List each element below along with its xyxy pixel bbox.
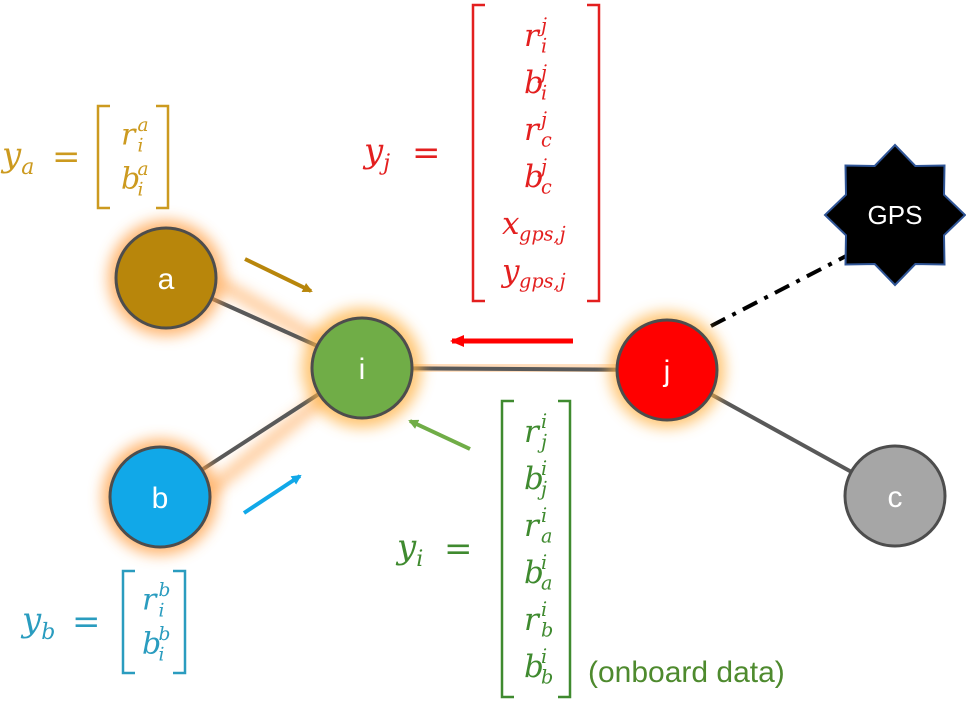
message-arrows	[242, 257, 573, 515]
vector-entry-base: b	[524, 555, 544, 591]
vector-entry-base: b	[524, 159, 544, 195]
vector-entry-subscript: b	[541, 619, 553, 642]
vector-entry-superscript: b	[159, 624, 171, 645]
node-i: i	[310, 316, 414, 420]
vector-entry-subscript: i	[541, 35, 547, 58]
node-a: a	[114, 226, 218, 330]
arrow-a-to-i	[244, 257, 313, 293]
vector-entry-subscript: b	[541, 666, 553, 689]
vector-entry-superscript: a	[138, 115, 149, 136]
vector-entry-subscript: j	[537, 431, 547, 454]
left-bracket	[121, 569, 135, 675]
vector-entry-base: b	[524, 461, 544, 497]
node-j-label: j	[663, 355, 671, 388]
edge-glows	[205, 276, 668, 496]
vector-entry-subscript: i	[541, 82, 547, 105]
vector-name: ya	[0, 135, 34, 180]
vector-entry-subscript: j	[537, 478, 547, 501]
vector-entry-subscript: c	[541, 129, 552, 152]
vector-entry-superscript: j	[537, 155, 547, 178]
vector-entry-superscript: i	[541, 645, 547, 668]
vector-entry-base: b	[524, 65, 544, 101]
vector-entry-superscript: i	[541, 551, 547, 574]
vector-name-subscript: i	[416, 547, 423, 572]
vector-entry-superscript: i	[541, 410, 547, 433]
arrow-b-to-i	[242, 474, 302, 515]
vector-entry-base: b	[524, 649, 544, 685]
vector-name: yj	[362, 131, 390, 176]
vector-name-subscript: a	[21, 155, 34, 180]
vector-entry-base: b	[142, 627, 161, 662]
equals-sign: =	[52, 137, 81, 177]
arrow-i-onboard	[408, 419, 471, 451]
vector-entry-subscript: i	[138, 135, 144, 156]
vector-entry-superscript: j	[537, 14, 547, 37]
equals-sign: =	[72, 602, 101, 642]
right-bracket	[558, 399, 572, 699]
left-bracket	[500, 399, 514, 699]
left-bracket	[471, 3, 485, 303]
vector-name-subscript: j	[378, 151, 390, 176]
gps-label: GPS	[868, 200, 923, 230]
vector-name: yi	[395, 527, 423, 572]
vector-entry-superscript: i	[541, 598, 547, 621]
vector-entry-subscript: a	[541, 525, 552, 548]
equals-sign: =	[412, 133, 441, 173]
vector-entry-base: x	[502, 206, 520, 242]
left-bracket	[96, 104, 110, 210]
vector-entry-subscript: c	[541, 176, 552, 199]
vector-entry-superscript: b	[159, 580, 171, 601]
vector-entry-superscript: i	[541, 457, 547, 480]
vector-entry-superscript: a	[138, 159, 149, 180]
vector-entry-base: r	[524, 18, 541, 54]
vector-entry-base: r	[142, 583, 158, 618]
gps-link-dashdot	[710, 252, 851, 328]
gps-badge: GPS	[823, 143, 966, 287]
node-c: c	[843, 444, 947, 548]
node-b-label: b	[152, 482, 169, 515]
vector-entry-base: r	[524, 602, 541, 638]
gps-star-icon	[823, 143, 966, 287]
node-a-label: a	[158, 263, 175, 296]
vector-entry-base: r	[524, 414, 541, 450]
vector-entry-subscript: a	[541, 572, 552, 595]
vector-entry-base: r	[524, 112, 541, 148]
vector-entry-base: r	[524, 508, 541, 544]
vector-entry-subscript: i	[159, 644, 165, 665]
vector-entry-subscript: gps,j	[519, 223, 566, 246]
vector-entry-superscript: j	[537, 61, 547, 84]
vector-entry-superscript: i	[541, 504, 547, 527]
right-bracket	[173, 569, 187, 675]
vector-entry-subscript: i	[138, 179, 144, 200]
vector-entry-subscript: i	[159, 600, 165, 621]
node-c-label: c	[888, 481, 903, 514]
vector-entry-subscript: gps,j	[519, 270, 566, 293]
equals-sign: =	[444, 529, 473, 569]
vector-entry-base: b	[121, 162, 140, 197]
vector-name-subscript: b	[41, 620, 55, 645]
right-bracket	[587, 3, 601, 303]
onboard-data-note: (onboard data)	[588, 656, 785, 689]
vector-name: yb	[20, 600, 55, 645]
node-j: j	[615, 318, 719, 422]
vector-entry-superscript: j	[537, 108, 547, 131]
vector-entry-base: r	[121, 118, 137, 153]
right-bracket	[156, 104, 170, 210]
vector-entry-base: y	[500, 253, 520, 289]
node-i-label: i	[359, 353, 366, 386]
node-b: b	[108, 445, 212, 549]
